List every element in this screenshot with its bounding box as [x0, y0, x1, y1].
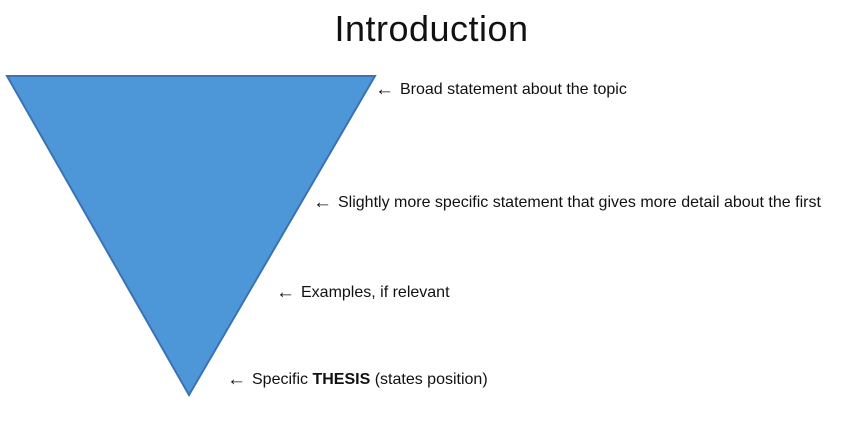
annotation-label: Examples, if relevant [301, 284, 450, 301]
annotation-thesis: ← Specific THESIS (states position) [227, 370, 488, 390]
annotation-label-prefix: Specific [252, 371, 313, 388]
annotation-label-thesis: THESIS [312, 371, 371, 388]
left-arrow-icon: ← [227, 369, 246, 390]
annotation-specific-statement: ← Slightly more specific statement that g… [313, 193, 821, 213]
annotation-label-suffix: (states position) [370, 371, 488, 388]
inverted-triangle-shape [5, 75, 377, 398]
annotation-label: Broad statement about the topic [400, 81, 627, 98]
page-title: Introduction [334, 8, 529, 49]
annotation-examples: ← Examples, if relevant [276, 283, 450, 303]
left-arrow-icon: ← [276, 282, 295, 303]
annotation-label: Slightly more specific statement that gi… [338, 194, 821, 211]
left-arrow-icon: ← [313, 192, 332, 213]
annotation-broad-statement: ← Broad statement about the topic [375, 80, 627, 100]
left-arrow-icon: ← [375, 79, 394, 100]
